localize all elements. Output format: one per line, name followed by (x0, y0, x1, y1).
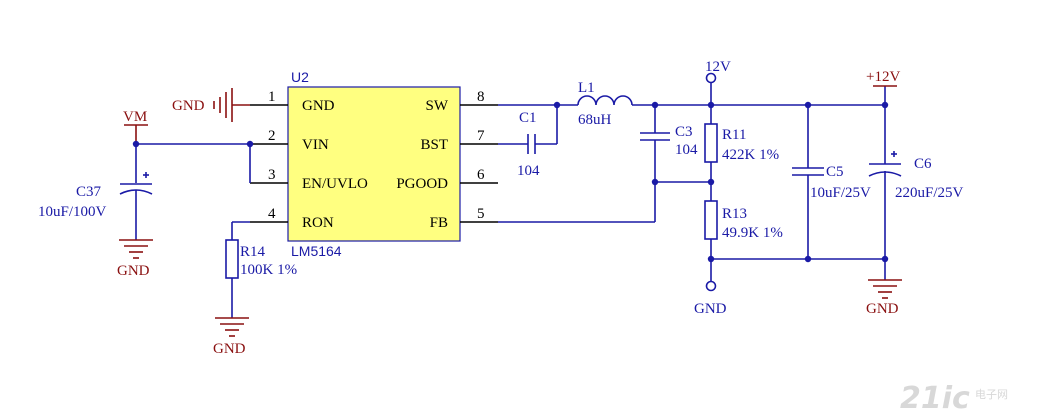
pin-num-5: 5 (477, 206, 485, 222)
gnd-symbol-r14 (215, 317, 249, 337)
r14-value: 100K 1% (240, 262, 297, 278)
pin-name-sw: SW (426, 98, 449, 114)
r14-ref: R14 (240, 244, 266, 260)
c5-ref: C5 (826, 164, 844, 180)
gnd-label-top: GND (172, 98, 205, 114)
gnd-symbol-c37 (119, 239, 153, 259)
r13-value: 49.9K 1% (722, 225, 783, 241)
gnd-label-c6: GND (866, 301, 899, 317)
resistor-r11 (704, 123, 718, 163)
watermark-logo: 21ic (900, 381, 970, 416)
vm-label: VM (123, 109, 147, 125)
pin-num-7: 7 (477, 128, 485, 144)
pin-num-6: 6 (477, 167, 485, 183)
pin-num-1: 1 (268, 89, 276, 105)
resistor-r13 (704, 200, 718, 240)
pin-num-2: 2 (268, 128, 276, 144)
gnd-symbol-c6 (868, 279, 902, 299)
port-gnd (705, 280, 717, 292)
v12-net-label: 12V (705, 59, 731, 75)
capacitor-c6 (868, 86, 902, 280)
pin-num-3: 3 (268, 167, 276, 183)
c6-ref: C6 (914, 156, 932, 172)
pin-name-gnd: GND (302, 98, 335, 114)
c3-ref: C3 (675, 124, 693, 140)
pin-name-bst: BST (420, 137, 448, 153)
pin-name-ron: RON (302, 215, 334, 231)
l1-ref: L1 (578, 80, 595, 96)
c1-value: 104 (517, 163, 540, 179)
ic-ref: U2 (291, 69, 309, 85)
watermark-cn: 电子网 (975, 388, 1008, 401)
r11-value: 422K 1% (722, 147, 779, 163)
r13-ref: R13 (722, 206, 747, 222)
gnd-label-c37: GND (117, 263, 150, 279)
gnd-net-label-bottom: GND (694, 301, 727, 317)
junction-vin (246, 140, 254, 148)
ic-part: LM5164 (291, 243, 342, 259)
c1-ref: C1 (519, 110, 537, 126)
c6-value: 220uF/25V (895, 185, 964, 201)
junction-fb (651, 178, 659, 186)
v12-power-label: +12V (866, 69, 900, 85)
pin-name-pgood: PGOOD (396, 176, 448, 192)
c5-value: 10uF/25V (810, 185, 871, 201)
ic-body (287, 86, 461, 242)
gnd-label-r14: GND (213, 341, 246, 357)
capacitor-c5 (792, 105, 824, 259)
pin-num-8: 8 (477, 89, 485, 105)
capacitor-c37 (119, 144, 153, 240)
c37-ref: C37 (76, 184, 102, 200)
pin-name-vin: VIN (302, 137, 329, 153)
gnd-symbol-pin1 (213, 88, 250, 122)
inductor-l1 (577, 95, 633, 106)
l1-value: 68uH (578, 112, 612, 128)
c37-value: 10uF/100V (38, 204, 107, 220)
c3-value: 104 (675, 142, 698, 158)
r11-ref: R11 (722, 127, 746, 143)
resistor-r14 (225, 239, 239, 279)
pin-name-en-uvlo: EN/UVLO (302, 176, 368, 192)
pin-num-4: 4 (268, 206, 276, 222)
pin-name-fb: FB (430, 215, 448, 231)
